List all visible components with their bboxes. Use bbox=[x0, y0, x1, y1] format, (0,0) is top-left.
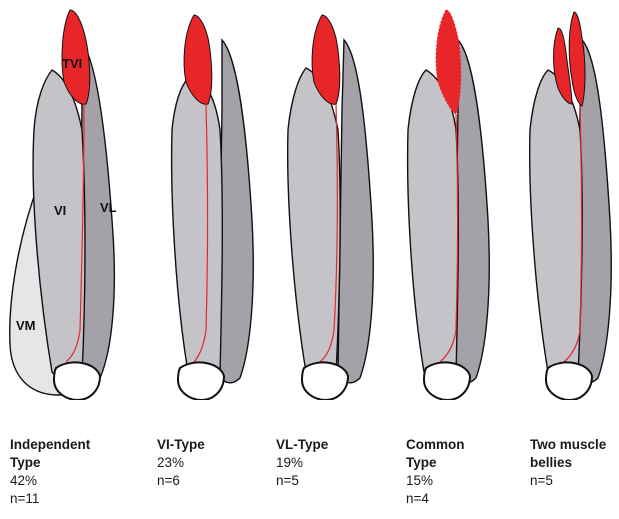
caption-percent: 15% bbox=[406, 472, 506, 490]
panel-vl-type bbox=[288, 15, 374, 400]
caption-common-type: Common Type 15% n=4 bbox=[406, 436, 506, 508]
patella bbox=[178, 362, 224, 400]
caption-title-line2: Type bbox=[10, 454, 122, 472]
patella bbox=[424, 362, 470, 400]
tvi-label: TVI bbox=[62, 56, 82, 71]
patella bbox=[302, 362, 348, 400]
vl-muscle bbox=[218, 40, 253, 383]
panel-independent-type: TVI VI VL VM bbox=[10, 10, 117, 400]
caption-title-line2: bellies bbox=[530, 454, 618, 472]
patella bbox=[546, 362, 592, 400]
quadriceps-variants-diagram: TVI VI VL VM bbox=[0, 0, 619, 400]
caption-n: n=6 bbox=[157, 472, 257, 490]
caption-n: n=11 bbox=[10, 490, 122, 508]
vi-label: VI bbox=[54, 203, 66, 218]
vi-muscle bbox=[530, 70, 582, 381]
panel-two-muscle-bellies bbox=[530, 12, 612, 400]
caption-percent: 42% bbox=[10, 472, 122, 490]
vl-muscle bbox=[338, 40, 373, 383]
caption-title-line1: VL-Type bbox=[276, 436, 376, 454]
panel-common-type bbox=[408, 10, 490, 400]
caption-title-line1: Common bbox=[406, 436, 506, 454]
vi-muscle bbox=[288, 68, 340, 381]
caption-independent-type: Independent Type 42% n=11 bbox=[10, 436, 122, 508]
caption-vi-type: VI-Type 23% n=6 bbox=[157, 436, 257, 490]
caption-title-line2: Type bbox=[406, 454, 506, 472]
caption-n: n=4 bbox=[406, 490, 506, 508]
caption-percent: 19% bbox=[276, 454, 376, 472]
caption-vl-type: VL-Type 19% n=5 bbox=[276, 436, 376, 490]
panel-vi-type bbox=[172, 15, 254, 400]
caption-n: n=5 bbox=[530, 472, 618, 490]
vl-label: VL bbox=[100, 200, 117, 215]
patella bbox=[54, 362, 100, 400]
caption-title-line1: Two muscle bbox=[530, 436, 618, 454]
caption-title-line1: VI-Type bbox=[157, 436, 257, 454]
caption-n: n=5 bbox=[276, 472, 376, 490]
caption-percent: 23% bbox=[157, 454, 257, 472]
vm-label: VM bbox=[16, 318, 36, 333]
vi-muscle bbox=[408, 70, 459, 381]
vi-muscle bbox=[172, 75, 223, 381]
caption-title-line1: Independent bbox=[10, 436, 122, 454]
caption-two-muscle-bellies: Two muscle bellies n=5 bbox=[530, 436, 618, 490]
